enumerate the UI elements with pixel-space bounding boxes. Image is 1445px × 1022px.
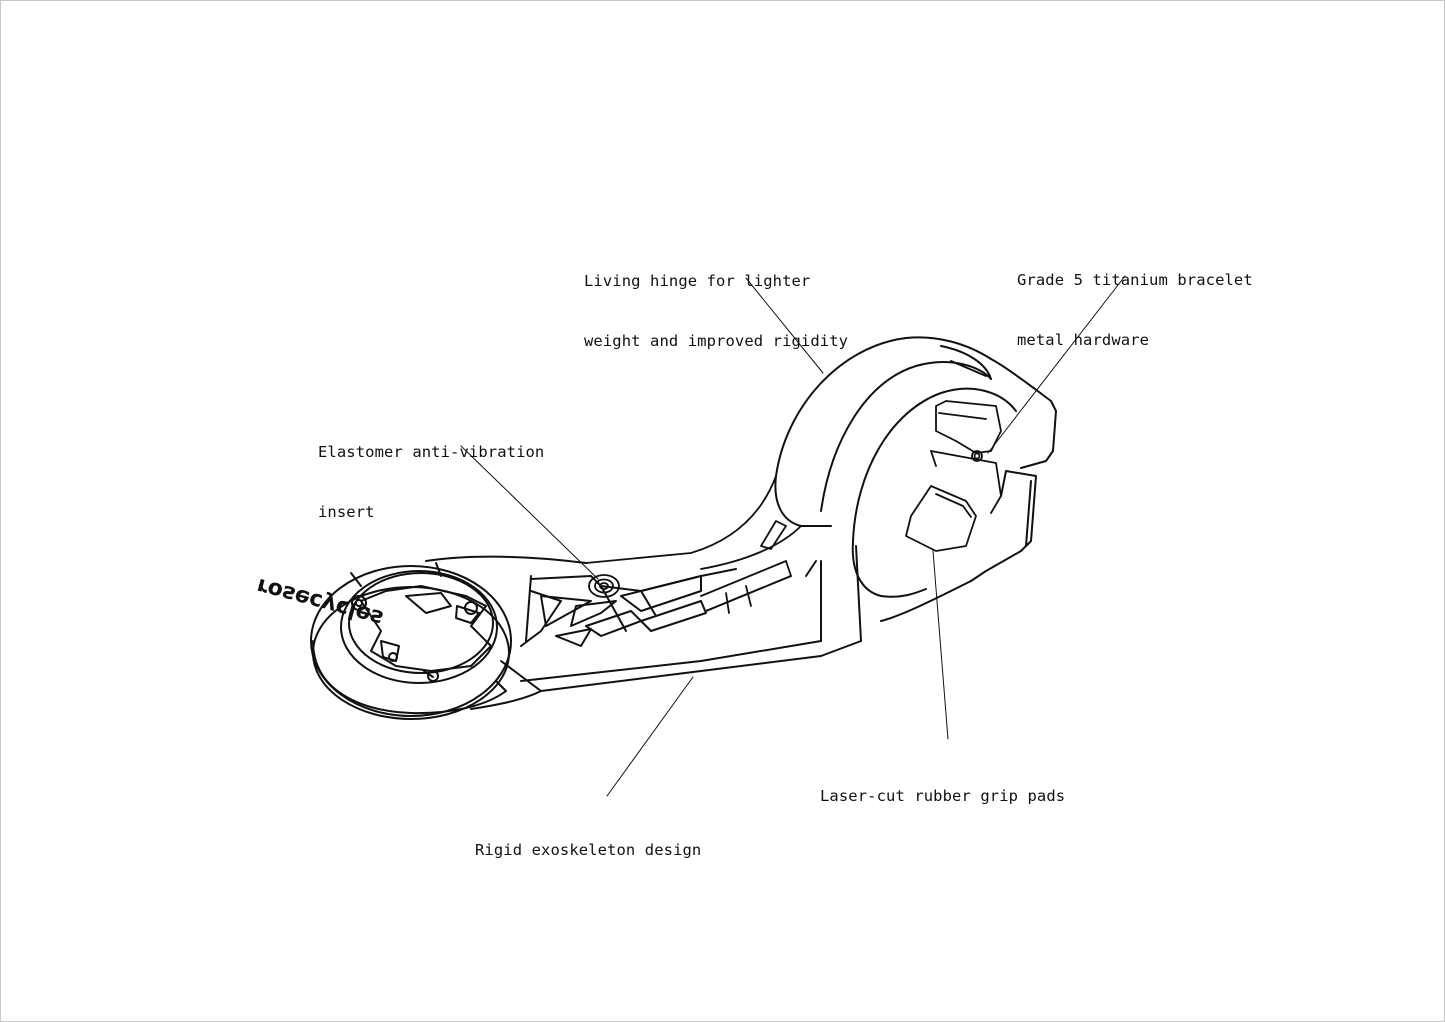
callout-titanium: Grade 5 titanium bracelet metal hardware — [1017, 230, 1253, 390]
titanium-bracelet-latch — [930, 400, 1002, 514]
callout-elastomer: Elastomer anti-vibration insert — [318, 402, 544, 562]
callout-living-hinge-line2: weight and improved rigidity — [584, 332, 849, 350]
callout-exoskeleton-line1: Rigid exoskeleton design — [475, 841, 702, 859]
leader-grip-pads — [932, 550, 949, 740]
elastomer-insert — [588, 574, 620, 598]
leader-lines — [460, 275, 1126, 797]
rubber-grip-pad — [905, 485, 977, 552]
exoskeleton-arm — [425, 555, 822, 710]
callout-elastomer-line2: insert — [318, 503, 375, 521]
mount-head — [310, 562, 512, 720]
leader-elastomer — [460, 445, 599, 580]
callout-grip-pads-line1: Laser-cut rubber grip pads — [820, 787, 1066, 805]
leader-titanium — [987, 275, 1126, 454]
callout-titanium-line1: Grade 5 titanium bracelet — [1017, 271, 1253, 289]
clamp-ring — [774, 336, 1057, 598]
brand-logo: rosecycles — [254, 573, 386, 631]
callout-living-hinge: Living hinge for lighter weight and impr… — [584, 231, 848, 391]
callout-titanium-line2: metal hardware — [1017, 331, 1150, 349]
living-hinge — [585, 475, 802, 614]
callout-exoskeleton: Rigid exoskeleton design — [475, 800, 701, 900]
leader-living-hinge — [745, 277, 824, 374]
callout-grip-pads: Laser-cut rubber grip pads — [820, 746, 1065, 846]
clamp-body — [805, 470, 1037, 657]
leader-exoskeleton — [606, 676, 694, 797]
callout-living-hinge-line1: Living hinge for lighter — [584, 272, 811, 290]
callout-elastomer-line1: Elastomer anti-vibration — [318, 443, 545, 461]
